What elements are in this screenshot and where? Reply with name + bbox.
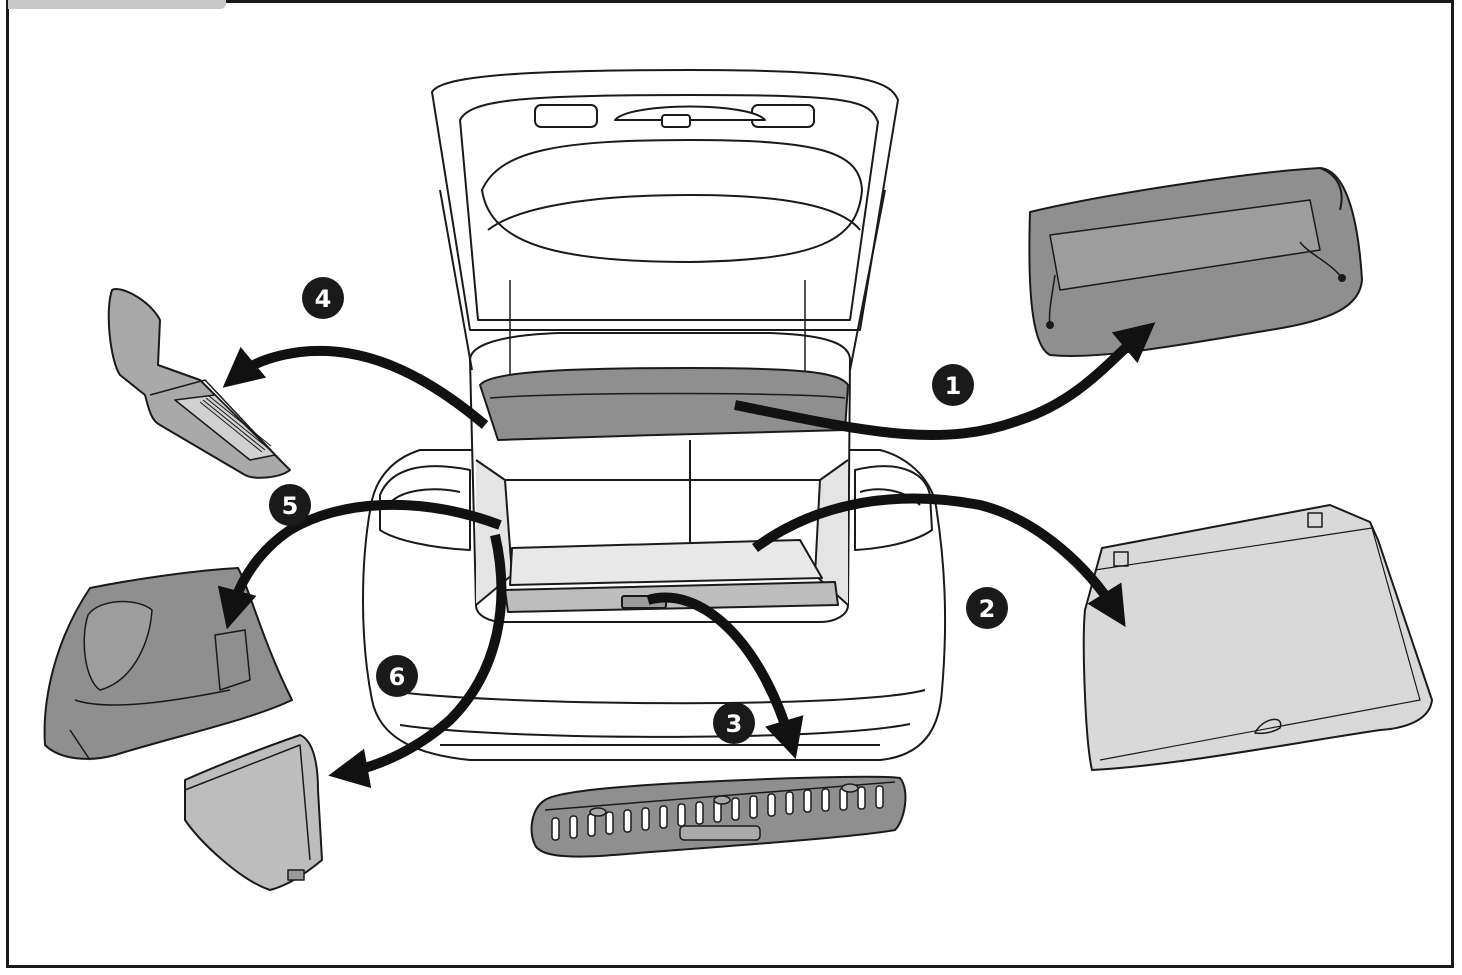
callout-6: 6	[376, 655, 418, 697]
arrow-4	[222, 345, 489, 429]
part-boot-floor	[1082, 504, 1433, 771]
arrow-2	[752, 493, 1126, 627]
callout-2: 2	[966, 587, 1008, 629]
car-rear-view	[362, 69, 947, 761]
arrow-1	[734, 322, 1156, 440]
sill-ribs	[551, 785, 884, 841]
callout-4-label: 4	[315, 285, 332, 313]
callout-4: 4	[302, 277, 344, 319]
boot-floor-installed	[509, 539, 823, 586]
part-sill-trim	[530, 775, 907, 858]
callout-1: 1	[932, 364, 974, 406]
callout-3-label: 3	[726, 710, 743, 738]
right-tail-light	[854, 465, 933, 551]
vent-grille	[199, 395, 272, 453]
part-upper-side-trim	[107, 288, 291, 479]
part-lower-side-trim	[184, 734, 323, 891]
callout-3: 3	[713, 702, 755, 744]
callout-2-label: 2	[979, 595, 996, 623]
header-tab	[8, 0, 226, 9]
arrow-5	[217, 499, 502, 630]
parcel-shelf-installed	[479, 367, 849, 441]
part-side-trim	[43, 567, 293, 761]
callout-5: 5	[269, 484, 311, 526]
arrow-6	[328, 533, 507, 789]
callout-1-label: 1	[945, 372, 962, 400]
removal-arrows	[217, 322, 1156, 789]
callout-6-label: 6	[389, 663, 406, 691]
arrow-3	[646, 592, 804, 760]
part-parcel-shelf	[1028, 167, 1363, 357]
callout-5-label: 5	[282, 492, 299, 520]
